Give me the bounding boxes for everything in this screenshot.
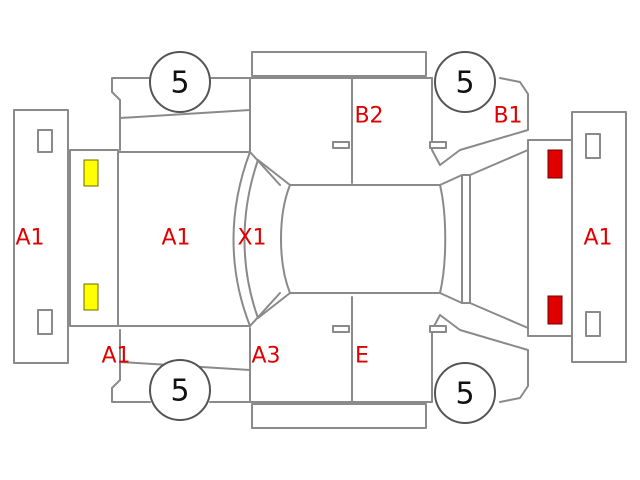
- wheel-front-right-grade: 5: [170, 374, 189, 409]
- rear-window-panel: [439, 149, 529, 329]
- code-rear-door-left: B2: [354, 104, 383, 129]
- front-lamp-top: [83, 159, 99, 187]
- roof-panel: [280, 184, 447, 294]
- code-front-fender-right: A1: [101, 344, 130, 369]
- wheel-front-left: 5: [149, 51, 211, 113]
- front-bumper-panel: [13, 109, 69, 364]
- windshield-panel: [232, 151, 291, 327]
- code-rear-bumper: A1: [583, 226, 612, 251]
- left-door-panels: [249, 51, 447, 184]
- wheel-rear-right: 5: [434, 362, 496, 424]
- wheel-front-right: 5: [149, 359, 211, 421]
- rear-lamp-top: [547, 149, 563, 179]
- wheel-rear-left: 5: [434, 51, 496, 113]
- code-rear-fender-left: B1: [493, 104, 522, 129]
- wheel-front-left-grade: 5: [170, 66, 189, 101]
- wheel-rear-right-grade: 5: [455, 377, 474, 412]
- code-windshield: X1: [237, 226, 266, 251]
- code-front-pillar-right: A3: [251, 344, 280, 369]
- front-lamp-bottom: [83, 283, 99, 311]
- code-hood: A1: [161, 226, 190, 251]
- code-front-bumper: A1: [15, 226, 44, 251]
- wheel-rear-left-grade: 5: [455, 66, 474, 101]
- rear-lamp-bottom: [547, 295, 563, 325]
- right-door-panels: [249, 296, 447, 429]
- code-rear-door-right: E: [355, 344, 369, 369]
